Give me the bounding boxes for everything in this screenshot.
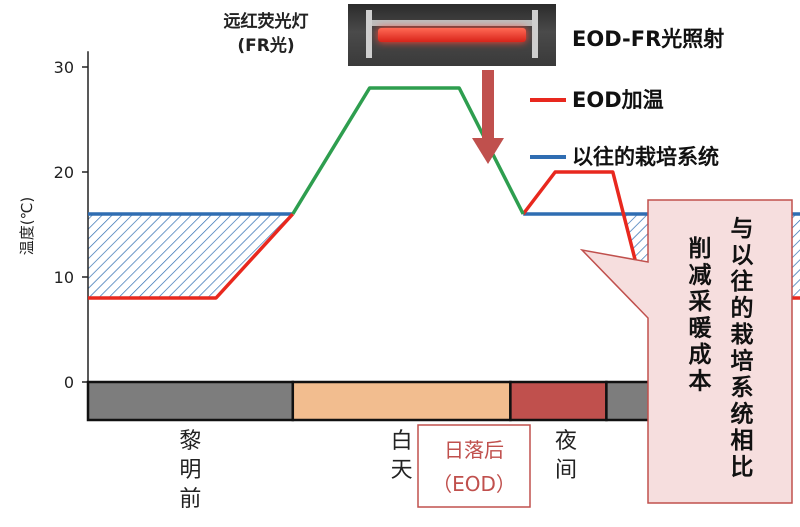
period-label-dawn: 黎 xyxy=(179,429,201,454)
callout-char: 与 xyxy=(731,216,754,242)
period-label-dawn: 前 xyxy=(179,487,201,512)
line-eod-heat-morning xyxy=(88,212,295,300)
lamp-bracket-right xyxy=(532,10,538,58)
period-label-day: 白 xyxy=(391,429,413,454)
y-axis: 0 10 20 30 温度(℃) xyxy=(18,51,89,392)
legend-conventional: 以往的栽培系统 xyxy=(572,145,719,169)
fr-lamp-photo xyxy=(348,4,556,66)
callout-box xyxy=(579,199,793,504)
callout-char: 采 xyxy=(689,289,712,315)
callout-char: 往 xyxy=(731,268,754,295)
legend-eod-heat: EOD加温 xyxy=(572,88,664,112)
y-tick-label: 30 xyxy=(54,58,74,77)
callout-char: 以 xyxy=(731,243,754,269)
callout-char: 减 xyxy=(689,263,712,289)
y-tick-label: 10 xyxy=(54,268,74,287)
legend-eod-fr: EOD-FR光照射 xyxy=(572,27,724,51)
period-segment xyxy=(291,380,512,422)
period-bar xyxy=(86,380,679,422)
callout-char: 比 xyxy=(731,455,754,481)
lamp-frame xyxy=(366,20,538,26)
period-label-eod: 日落后 xyxy=(444,438,504,462)
callout-char: 削 xyxy=(689,236,712,262)
period-label-dawn: 明 xyxy=(179,458,201,483)
period-labels: 黎明前 白天 日落后 （EOD） 夜间 xyxy=(179,424,577,512)
fr-lamp-tube xyxy=(378,28,526,42)
callout-char: 成 xyxy=(689,342,712,368)
y-tick-label: 0 xyxy=(64,373,74,392)
period-label-eod-box xyxy=(417,424,531,508)
fr-arrow-head xyxy=(472,138,504,164)
callout-char: 系 xyxy=(731,375,754,401)
y-axis-label: 温度(℃) xyxy=(18,197,36,256)
period-label-night: 夜 xyxy=(555,429,577,454)
callout-char: 栽 xyxy=(731,322,754,348)
fr-arrow xyxy=(472,70,504,164)
lamp-bracket-left xyxy=(366,10,372,58)
period-label-night: 间 xyxy=(555,458,577,483)
period-segment xyxy=(86,380,295,422)
savings-hatch-morning xyxy=(88,214,293,298)
callout-char: 的 xyxy=(731,295,754,322)
callout-char: 本 xyxy=(689,369,712,395)
legend: EOD-FR光照射 EOD加温 以往的栽培系统 xyxy=(530,27,724,169)
y-tick-label: 20 xyxy=(54,163,74,182)
callout-char: 暖 xyxy=(689,316,713,342)
lamp-title-line1: 远红荧光灯 xyxy=(223,12,309,32)
callout-char: 相 xyxy=(731,428,754,454)
period-label-day: 天 xyxy=(391,458,413,483)
callout-char: 统 xyxy=(731,401,754,428)
lamp-title-line2: (FR光) xyxy=(237,36,295,56)
period-label-eod-abbr: （EOD） xyxy=(432,472,516,496)
fr-arrow-shaft xyxy=(482,70,494,140)
lamp-title: 远红荧光灯 (FR光) xyxy=(196,10,336,58)
callout-char: 培 xyxy=(731,348,754,375)
period-segment xyxy=(509,380,608,422)
